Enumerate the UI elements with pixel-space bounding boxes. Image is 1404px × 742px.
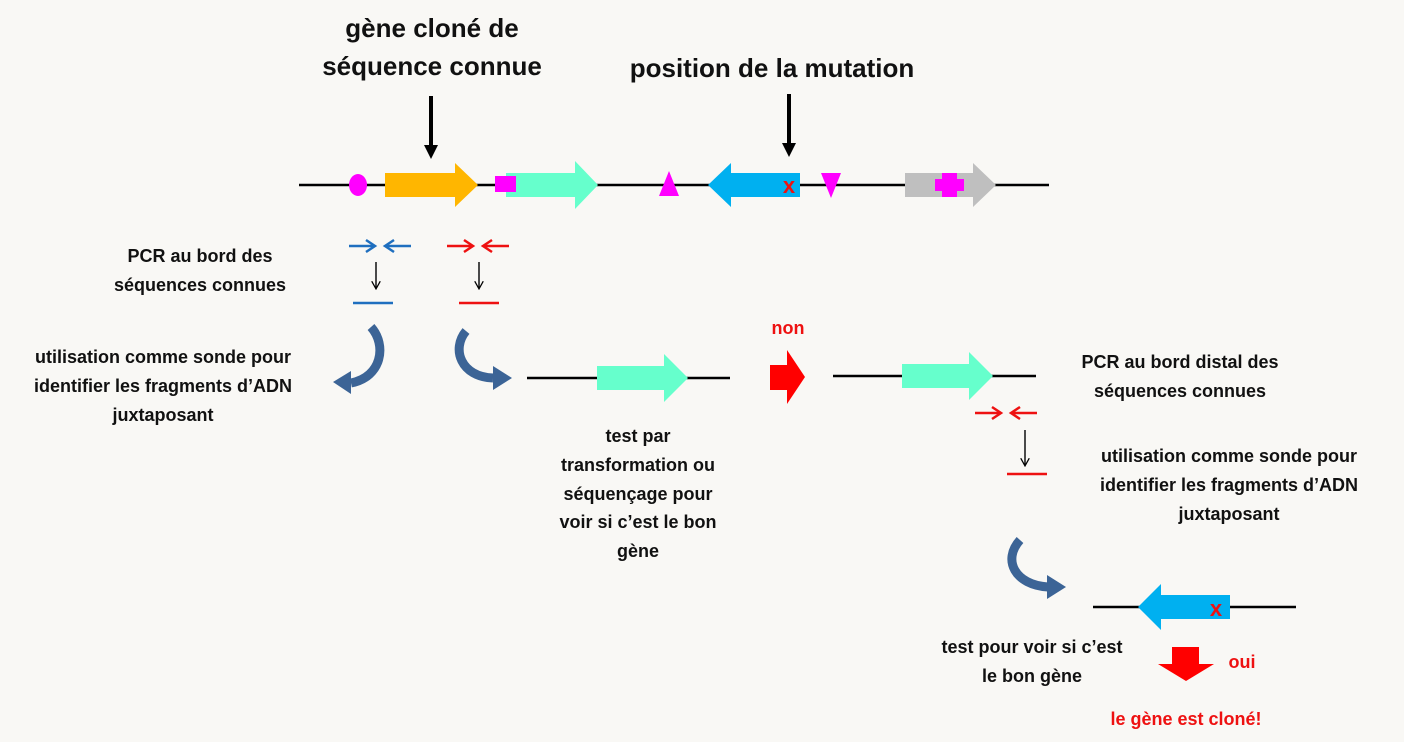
marker-square bbox=[495, 176, 516, 192]
label-pcr-edges: PCR au bord des séquences connues bbox=[60, 242, 340, 300]
curved-arrow-3 bbox=[1007, 536, 1066, 599]
label-yes-text: oui bbox=[1228, 652, 1256, 672]
label-mutation-position: position de la mutation bbox=[592, 50, 952, 88]
label-no: non bbox=[758, 314, 818, 343]
target-gene-arrow bbox=[708, 163, 800, 207]
label-test-good-gene-line2: le bon gène bbox=[981, 665, 1082, 686]
label-test-good-gene-line1: test pour voir si c’est bbox=[941, 637, 1123, 657]
cloned-gene-arrow bbox=[385, 163, 478, 207]
label-test-transformation-line5: gène bbox=[616, 541, 659, 562]
label-pcr-distal: PCR au bord distal des séquences connues bbox=[1050, 348, 1310, 406]
marker-circle bbox=[349, 174, 367, 196]
label-probe-use-2-line3: juxtaposant bbox=[1178, 503, 1280, 524]
label-test-transformation-line4: voir si c’est le bon bbox=[559, 512, 717, 533]
label-probe-use-1-line3: juxtaposant bbox=[112, 404, 214, 425]
label-cloned-gene-line2: séquence connue bbox=[322, 50, 542, 81]
label-cloned-gene-line1: gène cloné de bbox=[345, 13, 519, 43]
no-arrow bbox=[770, 350, 805, 404]
curved-arrow-2 bbox=[454, 328, 512, 390]
label-probe-use-1-line1: utilisation comme sonde pour bbox=[34, 347, 292, 367]
label-conclusion: le gène est cloné! bbox=[1076, 705, 1296, 734]
primer-forward-red-head bbox=[463, 238, 476, 254]
label-pcr-edges-line2: séquences connues bbox=[113, 274, 287, 295]
mutation-mark-top: x bbox=[783, 173, 796, 198]
primer-reverse-red-head bbox=[480, 238, 493, 254]
label-pcr-distal-line1: PCR au bord distal des bbox=[1081, 352, 1279, 372]
label-yes: oui bbox=[1212, 648, 1272, 677]
primer-reverse-red-distal-head bbox=[1008, 405, 1021, 421]
fragment-target-gene-arrow bbox=[1138, 584, 1230, 630]
label-test-transformation-line2: transformation ou bbox=[560, 454, 715, 475]
marker-triangle-down bbox=[821, 173, 841, 198]
fragment-gene-arrow-2 bbox=[902, 352, 993, 400]
fragment-gene-arrow-1 bbox=[597, 354, 688, 402]
label-mutation-position-text: position de la mutation bbox=[629, 53, 915, 83]
label-test-transformation: test par transformation ou séquençage po… bbox=[528, 422, 748, 566]
primer-reverse-blue-head bbox=[382, 238, 395, 254]
label-test-good-gene: test pour voir si c’est le bon gène bbox=[912, 633, 1152, 691]
label-conclusion-text: le gène est cloné! bbox=[1110, 709, 1262, 729]
label-probe-use-2: utilisation comme sonde pour identifier … bbox=[1066, 442, 1392, 528]
primer-forward-blue-head bbox=[365, 238, 378, 254]
label-no-text: non bbox=[771, 318, 805, 338]
label-pcr-distal-line2: séquences connues bbox=[1093, 380, 1267, 401]
neighbor-gene-arrow bbox=[506, 161, 598, 209]
label-cloned-gene: gène cloné de séquence connue bbox=[262, 10, 602, 85]
label-probe-use-2-line1: utilisation comme sonde pour bbox=[1100, 446, 1358, 466]
label-pcr-edges-line1: PCR au bord des bbox=[127, 246, 273, 266]
label-probe-use-1-line2: identifier les fragments d’ADN bbox=[33, 375, 293, 396]
label-test-transformation-line3: séquençage pour bbox=[563, 483, 713, 504]
curved-arrow-1 bbox=[333, 324, 385, 394]
label-probe-use-1: utilisation comme sonde pour identifier … bbox=[0, 343, 326, 429]
mutation-mark-bottom: x bbox=[1210, 596, 1223, 621]
label-probe-use-2-line2: identifier les fragments d’ADN bbox=[1099, 474, 1359, 495]
label-test-transformation-line1: test par bbox=[605, 426, 671, 446]
marker-cross bbox=[935, 173, 964, 197]
marker-triangle-up bbox=[659, 171, 679, 196]
yes-arrow bbox=[1158, 647, 1214, 681]
primer-forward-red-distal-head bbox=[991, 405, 1004, 421]
